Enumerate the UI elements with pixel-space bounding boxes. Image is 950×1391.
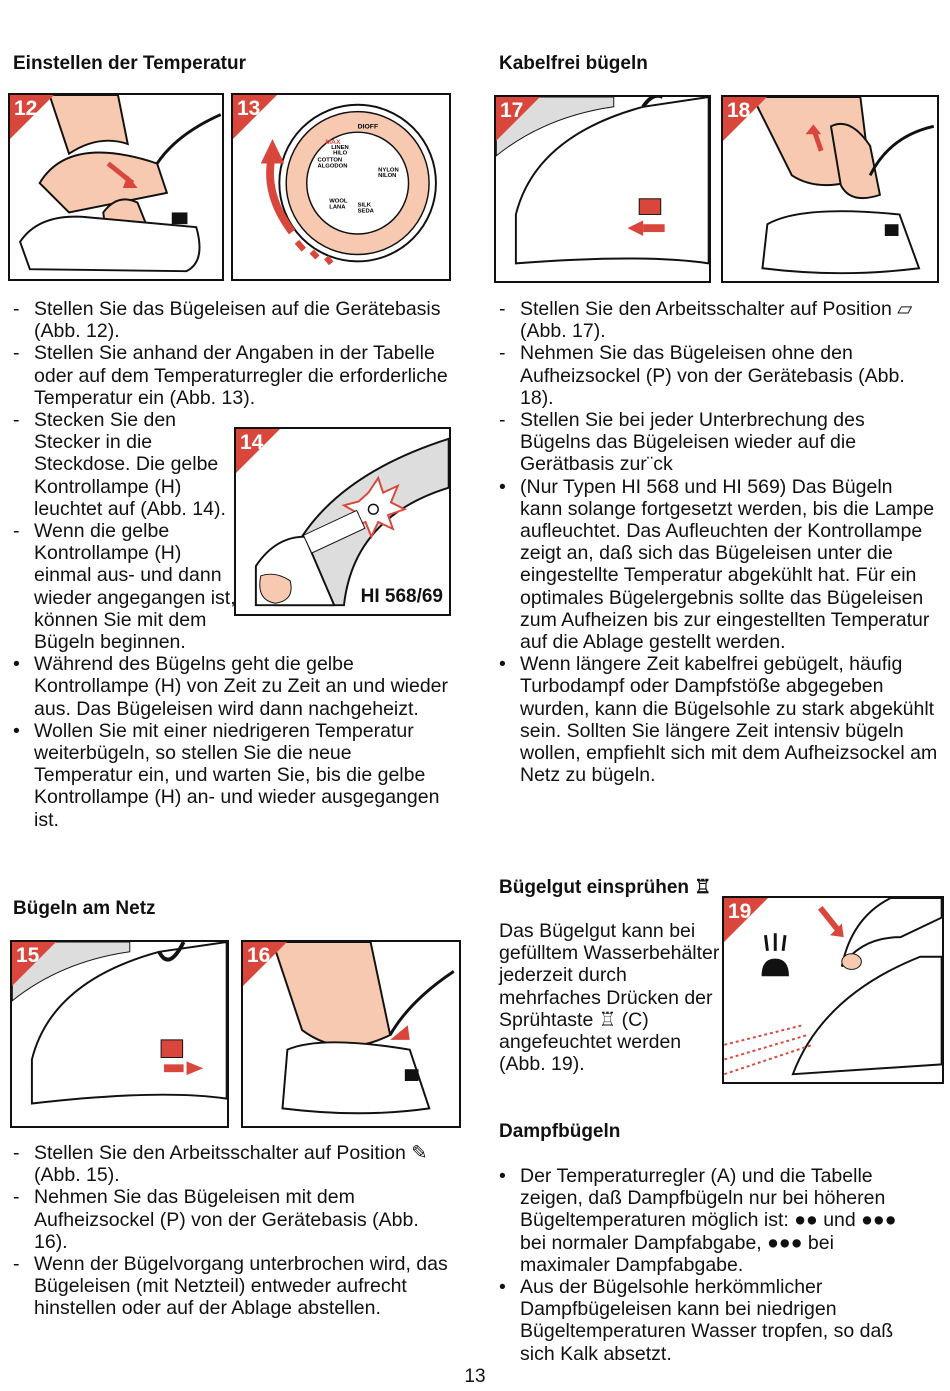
temperature-instructions: -Stellen Sie das Bügeleisen auf die Gerä… [13,298,448,831]
dial-label-linen: LINEN [331,145,349,151]
heading-netz: Bügeln am Netz [13,898,156,919]
list-item: -Stellen Sie den Arbeitsschalter auf Pos… [499,298,913,343]
figure-number: 18 [727,99,751,122]
figure-number: 19 [728,900,752,923]
dial-label-cotton: COTTON [318,158,343,164]
dial-label-silk: SILK [358,203,372,209]
list-item: -Wenn die gelbe Kontrollampe (H) einmal … [13,520,236,654]
figure-number-badge [724,898,768,942]
dial-label-lana: LANA [329,205,346,211]
list-item: •Wenn längere Zeit kabelfrei gebügelt, h… [499,653,938,787]
heading-dampfbuegeln: Dampfbügeln [499,1121,621,1142]
page-number: 13 [464,1366,486,1387]
figure-number: 14 [240,431,264,454]
figure-number-badge [236,429,280,473]
dampf-instructions: •Der Temperaturregler (A) und die Tabell… [499,1165,899,1365]
figure-15-switch-position: 15 [10,940,229,1128]
figure-18-lift-iron-cordless: 18 [721,95,939,283]
figure-number-badge [723,97,767,141]
netz-instructions: -Stellen Sie den Arbeitsschalter auf Pos… [13,1142,453,1320]
dial-label-seda: SEDA [358,208,375,214]
dial-label-max: MAX [325,139,341,146]
heading-temperature: Einstellen der Temperatur [13,53,246,74]
temperature-dial-illustration: MAX DIOFF LINEN HILO COTTON ALGODON NYLO… [260,103,437,266]
list-item: -Stellen Sie das Bügeleisen auf die Gerä… [13,298,441,343]
list-item: -Nehmen Sie das Bügeleisen mit dem Aufhe… [13,1186,419,1253]
dial-label-wool: WOOL [329,199,348,205]
figure-12-iron-on-base: 12 [8,93,224,281]
list-item: -Stellen Sie bei jeder Unterbrechung des… [499,409,865,476]
dial-label-nilon: NILON [378,173,396,179]
figure-17-switch-cordless: 17 [494,95,711,283]
dial-label-dioff: DIOFF [358,123,379,130]
spray-text: Das Bügelgut kann bei gefülltem Wasserbe… [499,920,720,1076]
lift-iron-illustration [271,942,455,1115]
heading-einspruehen: Bügelgut einsprühen ♖ [499,877,712,898]
figure-number: 13 [237,97,261,120]
dial-label-algodon: ALGODON [318,163,348,169]
dial-label-hilo: HILO [333,151,347,157]
list-item: -Wenn der Bügelvorgang unterbrochen wird… [13,1253,448,1320]
figure-14-control-lamp: 14 HI 568/69 [234,427,451,616]
figure-13-temperature-dial: MAX DIOFF LINEN HILO COTTON ALGODON NYLO… [231,93,451,281]
dial-label-nylon: NYLON [378,167,399,173]
figure-number: 17 [500,99,524,122]
list-item: -Stellen Sie den Arbeitsschalter auf Pos… [13,1142,428,1187]
figure-number-badge [10,95,54,139]
figure-number-badge [233,95,277,139]
list-item: •Der Temperaturregler (A) und die Tabell… [499,1165,897,1276]
list-item: -Stellen Sie anhand der Angaben in der T… [13,342,448,409]
heading-kabelfrei: Kabelfrei bügeln [499,53,648,74]
figure-19-spray-button: 19 [722,896,944,1084]
figure-number-badge [12,942,56,986]
kabelfrei-instructions: -Stellen Sie den Arbeitsschalter auf Pos… [499,298,939,786]
list-item: •Aus der Bügelsohle herkömmlicher Dampfb… [499,1276,894,1365]
list-item: •Wollen Sie mit einer niedrigeren Temper… [13,719,440,831]
spray-button-illustration [724,898,942,1076]
model-label: HI 568/69 [360,586,443,607]
figure-number: 12 [14,97,38,120]
iron-base-illustration [18,95,222,273]
list-item: •Während des Bügelns geht die gelbe Kont… [13,653,449,720]
list-item: -Stecken Sie den Stecker in die Steckdos… [13,409,226,520]
lift-cordless-illustration [751,97,935,275]
figure-number: 16 [247,944,271,967]
list-item: -Nehmen Sie das Bügeleisen ohne den Aufh… [499,342,905,409]
list-item: •(Nur Typen HI 568 und HI 569) Das Bügel… [499,475,935,654]
control-lamp-illustration [254,437,449,607]
figure-number-badge [243,942,287,986]
figure-number: 15 [16,944,40,967]
figure-number-badge [496,97,540,141]
figure-16-lift-iron-with-socket: 16 [241,940,461,1128]
